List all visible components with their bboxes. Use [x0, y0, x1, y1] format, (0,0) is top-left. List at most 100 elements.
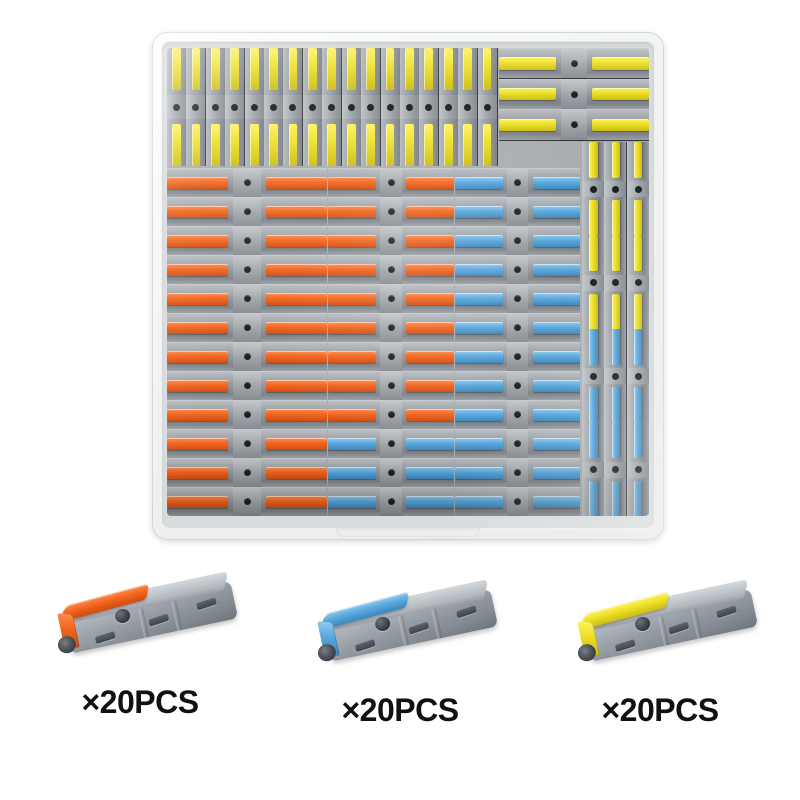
connector-hub [419, 95, 439, 119]
connector-lever [288, 123, 298, 166]
sample-group-yellow: ×20PCS [540, 568, 780, 729]
connector-hub [506, 169, 529, 197]
connector-unit [328, 255, 454, 285]
connector-lever [455, 496, 503, 508]
connector-hub [506, 401, 529, 429]
connector-unit [455, 429, 580, 459]
connector-unit [264, 48, 285, 166]
connector-unit [167, 197, 327, 227]
connector-hub [233, 459, 261, 487]
connector-unit [582, 329, 605, 424]
connector-lever [455, 438, 503, 450]
connector-lever [443, 48, 453, 91]
connector-lever [589, 142, 598, 178]
connector-unit [328, 429, 454, 459]
connector-lever [366, 48, 375, 91]
connector-lever [406, 496, 454, 508]
connector-lever [266, 380, 327, 392]
connector-lever [592, 57, 649, 70]
connector-unit [186, 48, 207, 166]
connector-lever [424, 123, 434, 166]
connector-hub [244, 95, 264, 119]
connector-hub [233, 314, 261, 342]
connector-lever [455, 409, 503, 421]
connector-lever [346, 48, 356, 91]
connector-unit [455, 458, 580, 488]
connector-lever [210, 48, 220, 91]
connector-lever [172, 123, 181, 166]
connector-lever [346, 123, 356, 166]
connector-hub [506, 372, 529, 400]
connector-lever [266, 235, 327, 247]
connector-lever [499, 57, 556, 70]
connector-unit [604, 235, 628, 330]
connector-unit [167, 313, 327, 343]
connector-hub [380, 459, 402, 487]
connector-unit [499, 48, 649, 80]
connector-unit [626, 422, 649, 516]
connector-hub [399, 95, 419, 119]
connector-hub [361, 95, 381, 119]
connector-unit [167, 226, 327, 256]
connector-lever [532, 206, 580, 218]
connector-lever [167, 264, 228, 276]
connector-hub [561, 79, 587, 109]
connector-unit [328, 487, 454, 516]
connector-hub [506, 488, 529, 516]
connector-lever [328, 293, 376, 305]
connector-hub [561, 110, 587, 140]
connector-lever [589, 293, 598, 330]
connector-hub [458, 95, 478, 119]
connector-hub [380, 169, 402, 197]
sample-stage [280, 568, 520, 688]
connector-unit [167, 429, 327, 459]
connector-hub [380, 227, 402, 255]
connector-hub [506, 256, 529, 284]
connector-hub [233, 198, 261, 226]
connector-lever [443, 123, 453, 166]
connector-hub [506, 227, 529, 255]
connector-lever [167, 438, 228, 450]
connector-lever [589, 200, 598, 237]
connector-hub [627, 274, 649, 291]
connector-hub [233, 343, 261, 371]
connector-lever [405, 48, 414, 91]
connector-lever [308, 48, 317, 91]
connector-unit [477, 48, 498, 166]
connector-lever [532, 409, 580, 421]
connector-lever [191, 123, 201, 166]
connector-hub [506, 459, 529, 487]
orange-lever-connector-sample [43, 567, 240, 669]
connector-lever [266, 322, 327, 334]
connector-unit [225, 48, 246, 166]
connector-hub [583, 368, 604, 385]
connector-hub [627, 461, 649, 478]
connector-unit [302, 48, 323, 166]
connector-hub [302, 95, 322, 119]
connector-lever [266, 351, 327, 363]
connector-lever [288, 48, 298, 91]
connector-unit [455, 197, 580, 227]
connector-lever [611, 235, 620, 272]
connector-lever [611, 422, 620, 459]
connector-lever [455, 467, 503, 479]
connector-lever [406, 409, 454, 421]
connector-hub [605, 461, 627, 478]
connector-unit [399, 48, 420, 166]
connector-lever [532, 438, 580, 450]
connector-hub [167, 95, 186, 119]
connector-lever [532, 380, 580, 392]
connector-unit [582, 422, 605, 516]
connector-unit [167, 284, 327, 314]
connector-hub [233, 256, 261, 284]
connector-unit [626, 329, 649, 424]
connector-unit [438, 48, 459, 166]
box-latch [336, 528, 480, 537]
connector-lever [633, 387, 643, 424]
connector-lever [230, 48, 240, 91]
connector-lever [328, 351, 376, 363]
quantity-label: ×20PCS [601, 692, 719, 728]
connector-hub [380, 285, 402, 313]
connector-lever [328, 409, 376, 421]
connector-lever [167, 177, 228, 189]
